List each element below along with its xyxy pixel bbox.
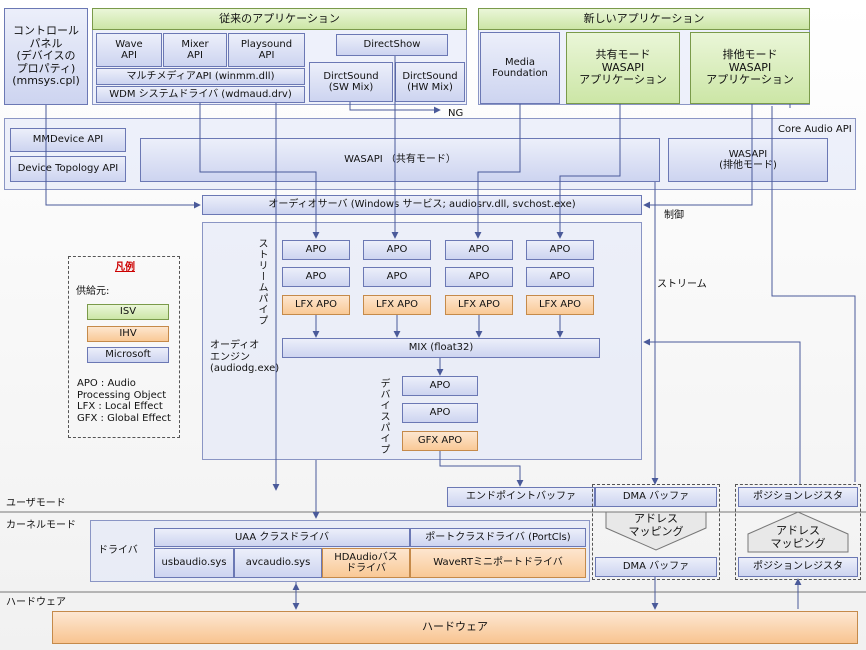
device-pipe-label: デバイスパイプ	[378, 378, 389, 455]
apo-1-2[interactable]: APO	[282, 267, 350, 287]
exclusive-mode-wasapi-app[interactable]: 排他モード WASAPI アプリケーション	[690, 32, 810, 104]
driver-label: ドライバ	[98, 545, 138, 556]
wave-api[interactable]: Wave API	[96, 33, 162, 67]
audio-server[interactable]: オーディオサーバ (Windows サービス; audiosrv.dll, sv…	[202, 195, 642, 215]
position-register-kernel[interactable]: ポジションレジスタ	[738, 557, 858, 577]
address-mapping-down: アドレス マッピング	[628, 512, 684, 538]
wasapi-exclusive-mode[interactable]: WASAPI (排他モード)	[668, 138, 828, 182]
lfx-apo-1[interactable]: LFX APO	[282, 295, 350, 315]
directshow[interactable]: DirectShow	[336, 34, 448, 56]
mmdevice-api[interactable]: MMDevice API	[10, 128, 126, 152]
apo-2-2[interactable]: APO	[363, 267, 431, 287]
gfx-apo[interactable]: GFX APO	[402, 431, 478, 451]
new-apps-header: 新しいアプリケーション	[478, 8, 810, 30]
lfx-apo-4[interactable]: LFX APO	[526, 295, 594, 315]
kernel-mode-label: カーネルモード	[6, 520, 76, 531]
lfx-apo-2[interactable]: LFX APO	[363, 295, 431, 315]
apo-1-1[interactable]: APO	[282, 240, 350, 260]
legend-isv: ISV	[87, 304, 169, 320]
directsound-sw-mix[interactable]: DirctSound (SW Mix)	[309, 62, 393, 102]
apo-device-1[interactable]: APO	[402, 376, 478, 396]
lfx-apo-3[interactable]: LFX APO	[445, 295, 513, 315]
legend-microsoft: Microsoft	[87, 347, 169, 363]
shared-mode-wasapi-app[interactable]: 共有モード WASAPI アプリケーション	[566, 32, 680, 104]
legend-box	[68, 256, 180, 438]
apo-4-2[interactable]: APO	[526, 267, 594, 287]
apo-3-1[interactable]: APO	[445, 240, 513, 260]
multimedia-api[interactable]: マルチメディアAPI (winmm.dll)	[96, 68, 305, 85]
ng-label: NG	[448, 108, 464, 119]
hardware-section-label: ハードウェア	[6, 597, 66, 608]
address-mapping-up: アドレス マッピング	[770, 524, 826, 550]
stream-pipe-label: ストリームパイプ	[256, 238, 267, 326]
media-foundation[interactable]: Media Foundation	[480, 32, 560, 104]
wdm-system-driver[interactable]: WDM システムドライバ (wdmaud.drv)	[96, 86, 305, 103]
audio-engine-label: オーディオ エンジン (audiodg.exe)	[210, 340, 280, 374]
legend-title: 凡例	[115, 262, 135, 273]
playsound-api[interactable]: Playsound API	[228, 33, 305, 67]
apo-device-2[interactable]: APO	[402, 403, 478, 423]
endpoint-buffer[interactable]: エンドポイントバッファ	[447, 487, 595, 507]
wasapi-shared-mode[interactable]: WASAPI （共有モード）	[140, 138, 660, 182]
legend-supplier-label: 供給元:	[76, 286, 110, 297]
device-topology-api[interactable]: Device Topology API	[10, 156, 126, 182]
legend-notes: APO : Audio Processing Object LFX : Loca…	[77, 378, 171, 424]
apo-4-1[interactable]: APO	[526, 240, 594, 260]
dma-buffer-user[interactable]: DMA バッファ	[595, 487, 717, 507]
uaa-class-driver[interactable]: UAA クラスドライバ	[154, 528, 410, 547]
avcaudio-sys[interactable]: avcaudio.sys	[234, 548, 322, 578]
legacy-apps-header: 従来のアプリケーション	[92, 8, 467, 30]
legend-ihv: IHV	[87, 326, 169, 342]
apo-2-1[interactable]: APO	[363, 240, 431, 260]
directsound-hw-mix[interactable]: DirctSound (HW Mix)	[395, 62, 465, 102]
wavert-miniport-driver[interactable]: WaveRTミニポートドライバ	[410, 548, 586, 578]
control-panel[interactable]: コントロール パネル (デバイスの プロパティ) (mmsys.cpl)	[4, 8, 88, 105]
hdaudio-bus-driver[interactable]: HDAudioバス ドライバ	[322, 548, 410, 578]
position-register-user[interactable]: ポジションレジスタ	[738, 487, 858, 507]
mix-float32[interactable]: MIX (float32)	[282, 338, 600, 358]
hardware[interactable]: ハードウェア	[52, 611, 858, 644]
port-class-driver[interactable]: ポートクラスドライバ (PortCls)	[410, 528, 586, 547]
core-audio-label: Core Audio API	[778, 124, 852, 135]
user-mode-label: ユーザモード	[6, 498, 66, 509]
control-label: 制御	[664, 210, 684, 221]
dma-buffer-kernel[interactable]: DMA バッファ	[595, 557, 717, 577]
usbaudio-sys[interactable]: usbaudio.sys	[154, 548, 234, 578]
apo-3-2[interactable]: APO	[445, 267, 513, 287]
mixer-api[interactable]: Mixer API	[163, 33, 227, 67]
stream-label: ストリーム	[657, 279, 707, 290]
